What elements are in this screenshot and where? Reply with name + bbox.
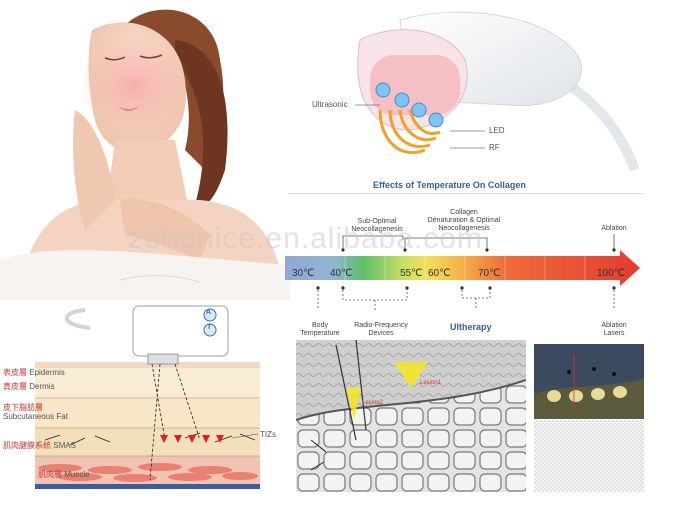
chart-title: Effects of Temperature On Collagen [373, 180, 526, 190]
temp-55: 55℃ [400, 268, 423, 279]
top-brackets [341, 234, 616, 252]
temp-60: 60℃ [428, 268, 451, 279]
tizs-label: TIZs [260, 430, 276, 439]
skin-diagram: A T 表皮層 Epidermis 真皮層 Dermis 皮下脂肪層 Subcu… [0, 300, 285, 523]
temp-30: 30℃ [292, 268, 315, 279]
lesion1-label: Lesion1 [420, 380, 442, 386]
mesh-image [534, 420, 644, 492]
temp-70: 70℃ [478, 268, 501, 279]
ablation-lasers-label: Ablation Lasers [601, 322, 627, 337]
rf-devices-label: Radio-Frequency Devices [354, 322, 408, 337]
temperature-bar [285, 250, 640, 286]
chart-divider [288, 193, 643, 194]
temp-40: 40℃ [330, 268, 353, 279]
watermark: zohonice.en.alibaba.com [128, 222, 483, 255]
layer-epidermis: 表皮層 Epidermis [3, 368, 65, 377]
thermal-image [534, 344, 644, 419]
device-button-t: T [207, 324, 212, 331]
ultherapy-label: Ultherapy [450, 322, 492, 332]
ablation-top-label: Ablation [601, 225, 627, 232]
device-illustration: Ultrasonic LED RF [290, 0, 680, 175]
led-label: LED [489, 126, 505, 135]
face-photo [0, 0, 290, 300]
layer-subcutaneous-fat: 皮下脂肪層 Subcutaneous Fat [3, 403, 68, 421]
layer-dermis: 真皮層 Dermis [3, 382, 55, 391]
lesion2-label: Lesion2 [362, 400, 384, 406]
microscopy-image: Lesion1 Lesion2 [296, 340, 526, 492]
temp-100: 100℃ [597, 268, 625, 279]
bottom-brackets [316, 286, 616, 310]
layer-smas: 肌肉腱膜系統 SMAS [3, 441, 76, 450]
layer-muscle: 肌肉層 Muscle [38, 470, 90, 479]
body-temperature-label: Body Temperature [300, 322, 340, 337]
sub-optimal-label: Sub-Optimal Neocollagenesis [351, 218, 403, 233]
device-button-a: A [206, 309, 212, 316]
ultrasonic-label: Ultrasonic [312, 100, 348, 109]
rf-label: RF [489, 143, 500, 152]
collagen-label: Collagen Dénaturation & Optimal Neocolla… [427, 209, 501, 232]
